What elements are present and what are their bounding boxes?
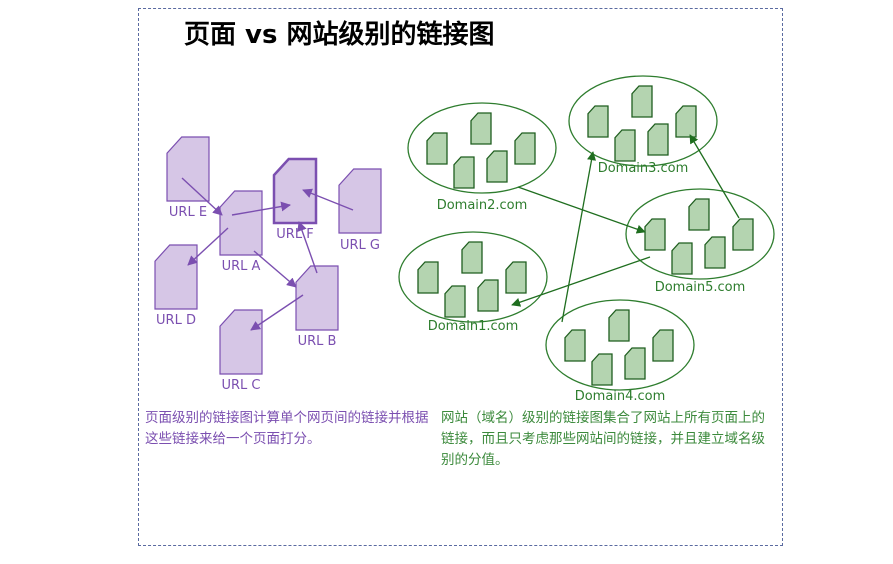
page-link-arrow [250,294,304,331]
diagram-title: 页面 vs 网站级别的链接图 [184,20,495,50]
page-link-arrow [187,227,229,266]
domain-link-arrow [517,186,646,234]
page-node-label: URL A [222,259,261,274]
page-level-caption: 页面级别的链接图计算单个网页间的链接并根据这些链接来给一个页面打分。 [145,410,429,447]
domain-ellipse [407,102,557,194]
domain-page-icon [587,105,609,138]
domain-page-icon [505,261,527,294]
domain-page-icon [644,218,666,251]
domain-page-icon [470,112,492,145]
page-node-label: URL F [276,227,313,242]
domain-ellipse [545,299,695,391]
page-node-url-e [166,136,210,202]
domain-page-icon [688,198,710,231]
domain-page-icon [453,156,475,189]
domain-page-icon [704,236,726,269]
domain-link-arrow [689,134,740,219]
domain-page-icon [477,279,499,312]
domain-page-icon [647,123,669,156]
domain-page-icon [591,353,613,386]
domain-level-caption: 网站（域名）级别的链接图集合了网站上所有页面上的链接，而且只考虑那些网站间的链接… [441,410,765,468]
domain-page-icon [614,129,636,162]
page-link-arrow [231,201,291,216]
domain-page-icon [514,132,536,165]
domain-page-icon [631,85,653,118]
page-link-arrow [302,188,354,211]
page-node-label: URL E [169,205,207,220]
diagram-frame [138,8,783,546]
page-node-label: URL G [340,238,380,253]
page-link-arrow [297,221,318,274]
domain-page-icon [444,285,466,318]
domain-ellipse [625,188,775,280]
domain-page-icon [732,218,754,251]
page-node-url-g [338,168,382,234]
domain-page-icon [671,242,693,275]
page-node-url-c [219,309,263,375]
page-node-url-a [219,190,263,256]
page-node-label: URL B [298,334,337,349]
domain-page-icon [624,347,646,380]
domain-label: Domain3.com [598,161,689,176]
domain-page-icon [461,241,483,274]
page-node-url-f [272,157,318,225]
domain-page-icon [652,329,674,362]
page-link-arrow [253,250,297,288]
domain-label: Domain1.com [428,319,519,334]
domain-link-arrow [511,256,651,307]
page-node-label: URL D [156,313,196,328]
domain-link-arrow [561,151,597,323]
page-node-label: URL C [222,378,261,393]
page-link-arrow [181,177,223,216]
domain-page-icon [675,105,697,138]
domain-label: Domain2.com [437,198,528,213]
page-node-url-d [154,244,198,310]
domain-page-icon [564,329,586,362]
domain-ellipse [398,231,548,323]
domain-page-icon [417,261,439,294]
domain-ellipse [568,75,718,167]
domain-label: Domain5.com [655,280,746,295]
page-node-url-b [295,265,339,331]
domain-page-icon [426,132,448,165]
domain-page-icon [608,309,630,342]
domain-label: Domain4.com [575,389,666,404]
domain-page-icon [486,150,508,183]
